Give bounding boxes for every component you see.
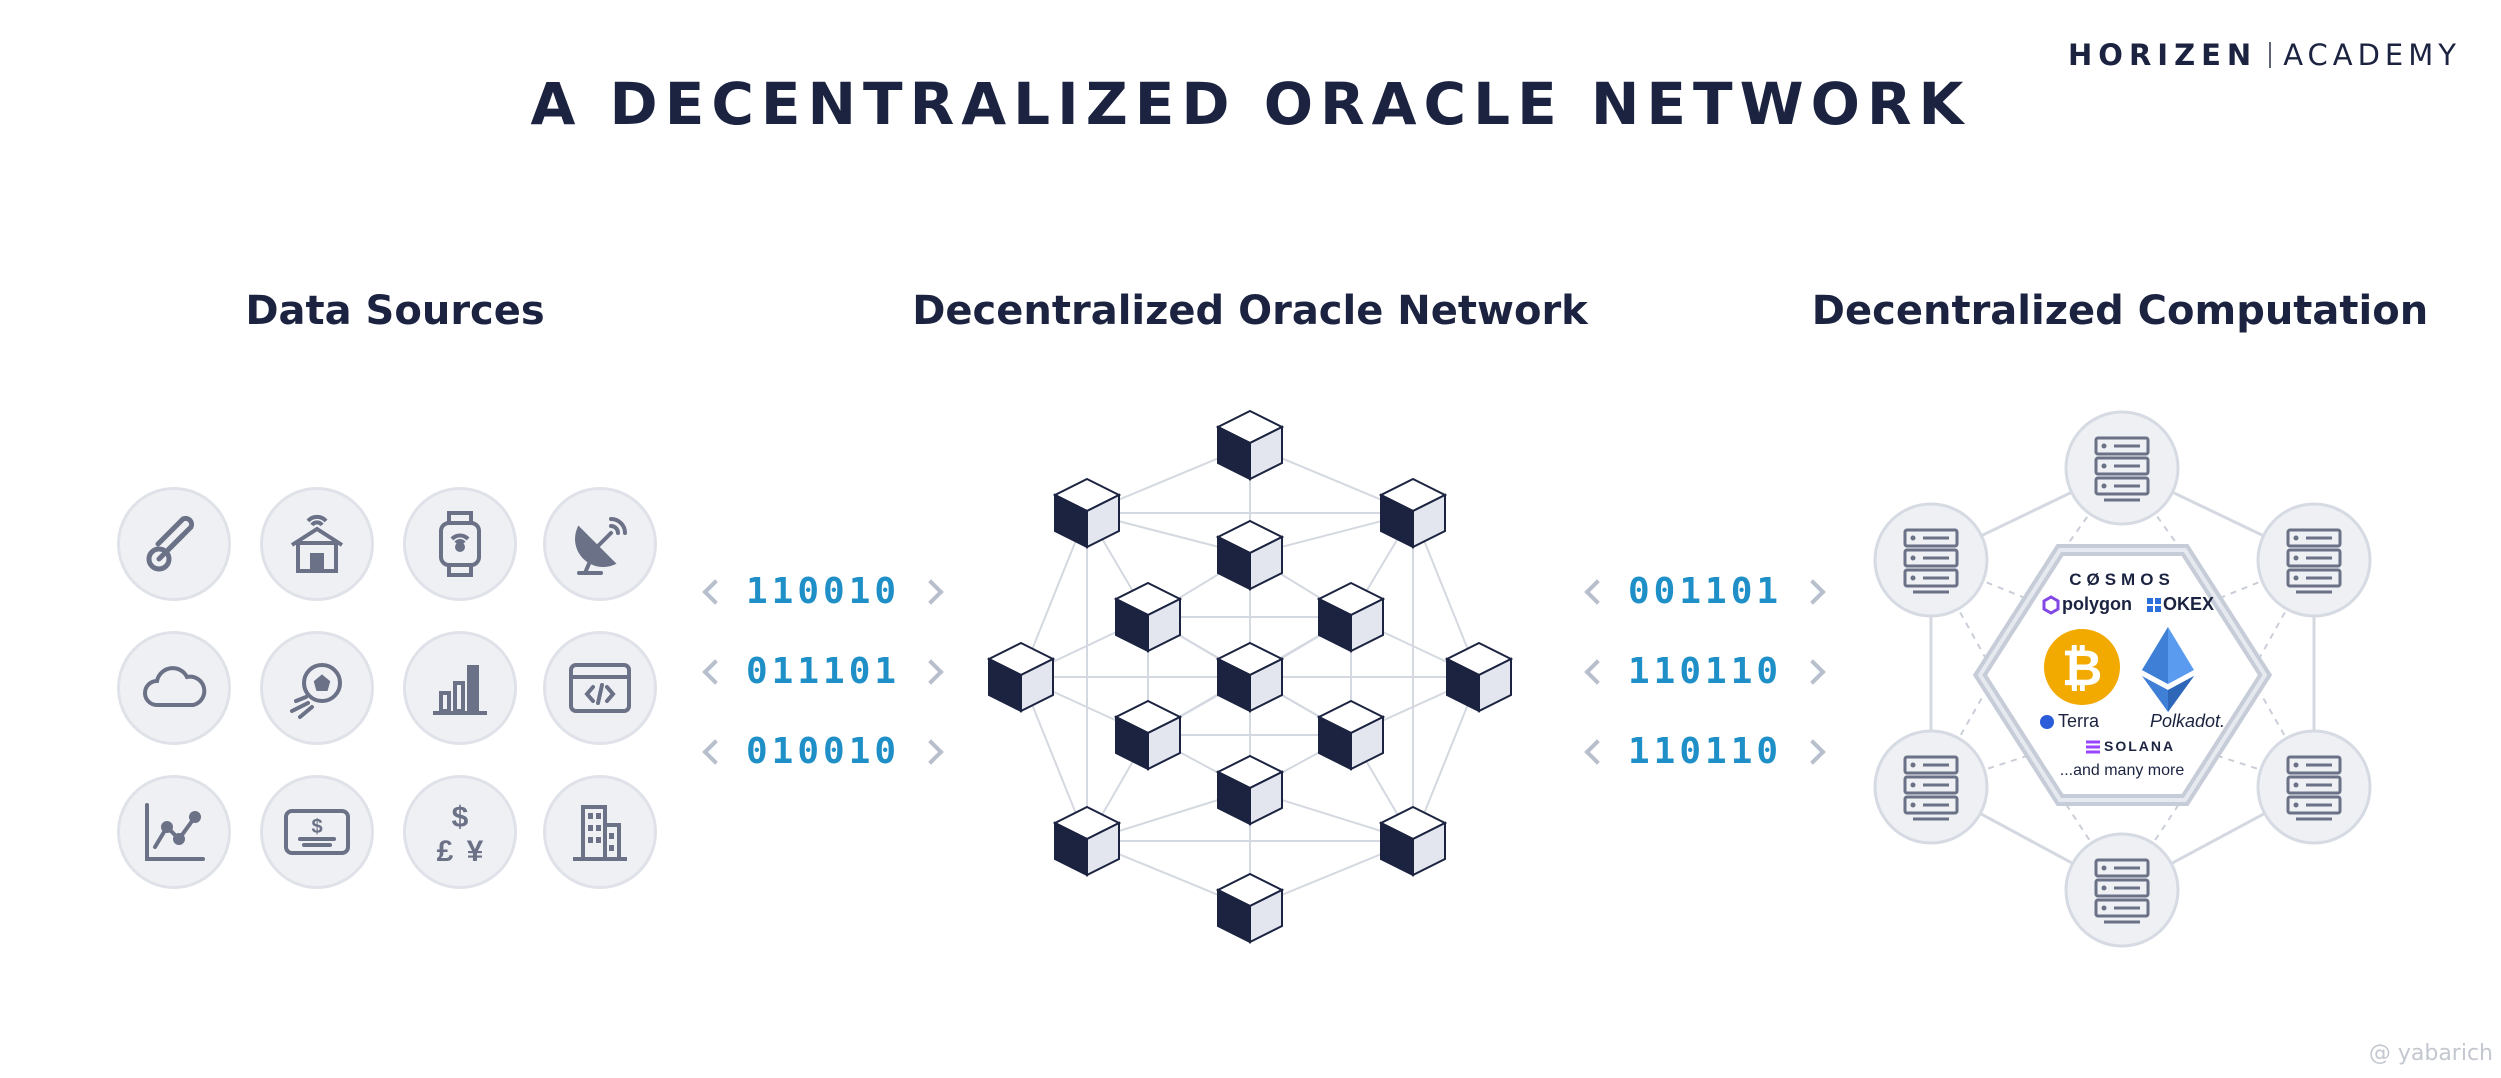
oracle-node: [1217, 642, 1283, 712]
cloud-icon: [117, 631, 231, 745]
binary-code: 110110: [1628, 731, 1783, 772]
satellite-dish-icon: [543, 487, 657, 601]
data-stream-right-2: 110110: [1584, 651, 1826, 692]
oracle-node: [1318, 582, 1384, 652]
soccer-ball-icon: [260, 631, 374, 745]
oracle-node: [1054, 806, 1120, 876]
chevron-left-icon: [702, 578, 728, 605]
smart-home-icon: [260, 487, 374, 601]
chevron-left-icon: [1584, 738, 1610, 765]
svg-text:¥: ¥: [467, 835, 484, 867]
bar-chart-icon: [403, 631, 517, 745]
brand-logo: HORIZEN ACADEMY: [2068, 38, 2461, 72]
okex-logo-icon: [2147, 598, 2161, 612]
binary-code: 010010: [746, 731, 901, 772]
cosmos-label: CØSMOS: [2069, 570, 2175, 589]
oracle-node: [1217, 873, 1283, 943]
server-node: [2256, 729, 2372, 845]
polygon-logo-icon: [2042, 595, 2060, 615]
chevron-right-icon: [918, 578, 944, 605]
oracle-network-graph: [988, 410, 1512, 943]
oracle-node: [1054, 478, 1120, 548]
okex-label: OKEX: [2163, 594, 2215, 614]
oracle-node: [1318, 700, 1384, 770]
svg-text:£: £: [437, 835, 454, 867]
chevron-left-icon: [1584, 578, 1610, 605]
svg-text:$: $: [311, 816, 322, 838]
smartwatch-icon: [403, 487, 517, 601]
chevron-right-icon: [1800, 578, 1826, 605]
oracle-node: [1115, 582, 1181, 652]
oracle-node: [1446, 642, 1512, 712]
data-stream-left-3: 010010: [702, 731, 944, 772]
thermometer-icon: [117, 487, 231, 601]
binary-code: 110010: [746, 571, 901, 612]
chevron-right-icon: [918, 738, 944, 765]
data-stream-left-1: 110010: [702, 571, 944, 612]
computation-diagram: ₿: [1873, 410, 2372, 948]
payment-card-icon: $: [260, 775, 374, 889]
oracle-node: [1380, 478, 1446, 548]
server-node: [2064, 832, 2180, 948]
server-node: [2064, 410, 2180, 526]
data-stream-right-1: 001101: [1584, 571, 1826, 612]
binary-code: 001101: [1628, 571, 1783, 612]
oracle-node: [1217, 410, 1283, 480]
chevron-left-icon: [702, 658, 728, 685]
svg-text:₿: ₿: [2062, 640, 2103, 696]
solana-label: SOLANA: [2104, 738, 2176, 754]
many-more-label: ...and many more: [2059, 762, 2185, 779]
server-node: [2256, 502, 2372, 618]
section-title-computation: Decentralized Computation: [1811, 288, 2429, 334]
chevron-left-icon: [702, 738, 728, 765]
currency-icon: $£ ¥: [403, 775, 517, 889]
chevron-right-icon: [1800, 658, 1826, 685]
data-stream-right-3: 110110: [1584, 731, 1826, 772]
chevron-right-icon: [1800, 738, 1826, 765]
terra-label: Terra: [2058, 711, 2100, 731]
line-chart-icon: [117, 775, 231, 889]
data-stream-left-2: 011101: [702, 651, 944, 692]
polygon-label: polygon: [2062, 594, 2132, 614]
ethereum-logo-icon: [2142, 627, 2194, 712]
oracle-node: [988, 642, 1054, 712]
server-node: [1873, 502, 1989, 618]
page-title: A DECENTRALIZED ORACLE NETWORK: [530, 70, 1971, 138]
chevron-right-icon: [918, 658, 944, 685]
svg-text:$: $: [452, 801, 469, 834]
brand-name: HORIZEN: [2068, 38, 2258, 72]
brand-separator: [2269, 42, 2272, 68]
polkadot-label: Polkadot.: [2150, 711, 2226, 731]
oracle-node: [1380, 806, 1446, 876]
solana-logo-icon: [2086, 740, 2100, 754]
oracle-node: [1217, 755, 1283, 825]
code-window-icon: [543, 631, 657, 745]
server-node: [1873, 729, 1989, 845]
oracle-node: [1217, 520, 1283, 590]
binary-code: 110110: [1628, 651, 1783, 692]
section-title-data-sources: Data Sources: [245, 288, 545, 334]
section-title-oracle-network: Decentralized Oracle Network: [912, 288, 1588, 334]
building-icon: [543, 775, 657, 889]
binary-code: 011101: [746, 651, 901, 692]
bitcoin-logo-icon: ₿: [2044, 629, 2120, 705]
oracle-node: [1115, 700, 1181, 770]
brand-academy: ACADEMY: [2283, 38, 2461, 72]
terra-logo-icon: [2040, 715, 2054, 729]
chevron-left-icon: [1584, 658, 1610, 685]
watermark: @ yabarich: [2368, 1041, 2493, 1066]
